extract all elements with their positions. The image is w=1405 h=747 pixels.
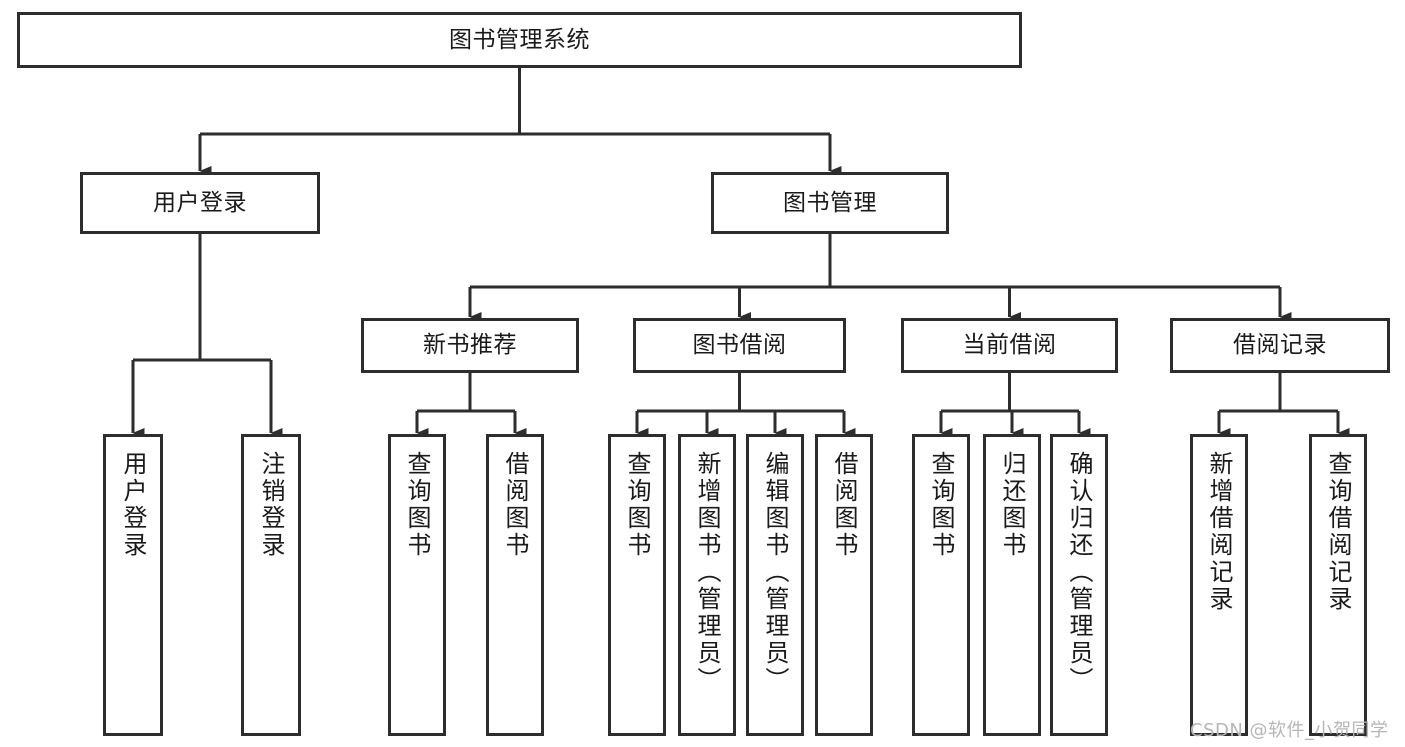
- node-label: 归还图书: [998, 451, 1026, 559]
- csdn-watermark: CSDN @软件_小贺同学: [1190, 720, 1389, 741]
- node-root[interactable]: 图书管理系统: [17, 12, 1022, 68]
- node-label: 新书推荐: [423, 332, 517, 359]
- node-label: 借阅记录: [1233, 332, 1327, 359]
- node-label: 图书借阅: [692, 332, 787, 359]
- node-book-manage[interactable]: 图书管理: [711, 172, 949, 234]
- node-label: 查询图书: [927, 451, 955, 559]
- node-label: 借阅图书: [830, 451, 858, 559]
- node-leaf-9[interactable]: 查询图书: [912, 434, 970, 736]
- node-leaf-13[interactable]: 查询借阅记录: [1309, 434, 1367, 736]
- node-book-borrow[interactable]: 图书借阅: [633, 318, 846, 373]
- node-label: 查询图书: [403, 451, 431, 559]
- node-label: 用户登录: [153, 189, 247, 216]
- node-label: 用户登录: [119, 451, 147, 559]
- node-label: 图书管理系统: [449, 26, 590, 53]
- node-leaf-10[interactable]: 归还图书: [983, 434, 1041, 736]
- node-leaf-12[interactable]: 新增借阅记录: [1190, 434, 1248, 736]
- node-label: 注销登录: [257, 451, 285, 559]
- node-label: 编辑图书（管理员）: [761, 451, 789, 694]
- node-leaf-5[interactable]: 查询图书: [608, 434, 666, 736]
- node-leaf-8[interactable]: 借阅图书: [815, 434, 873, 736]
- node-leaf-11[interactable]: 确认归还（管理员）: [1050, 434, 1108, 736]
- node-loan-record[interactable]: 借阅记录: [1170, 318, 1390, 373]
- node-leaf-3[interactable]: 查询图书: [388, 434, 446, 736]
- node-label: 确认归还（管理员）: [1065, 451, 1093, 694]
- node-leaf-7[interactable]: 编辑图书（管理员）: [746, 434, 804, 736]
- node-label: 当前借阅: [962, 332, 1057, 359]
- node-label: 查询图书: [623, 451, 651, 559]
- node-current-loan[interactable]: 当前借阅: [901, 318, 1118, 373]
- node-new-book-rec[interactable]: 新书推荐: [361, 318, 579, 373]
- node-label: 查询借阅记录: [1324, 451, 1352, 613]
- node-label: 新增图书（管理员）: [693, 451, 721, 694]
- node-leaf-1[interactable]: 用户登录: [103, 434, 163, 736]
- node-label: 新增借阅记录: [1205, 451, 1233, 613]
- node-label: 借阅图书: [501, 451, 529, 559]
- node-user-login[interactable]: 用户登录: [80, 172, 320, 234]
- node-label: 图书管理: [783, 189, 877, 216]
- node-leaf-2[interactable]: 注销登录: [241, 434, 301, 736]
- node-leaf-4[interactable]: 借阅图书: [486, 434, 544, 736]
- node-leaf-6[interactable]: 新增图书（管理员）: [678, 434, 736, 736]
